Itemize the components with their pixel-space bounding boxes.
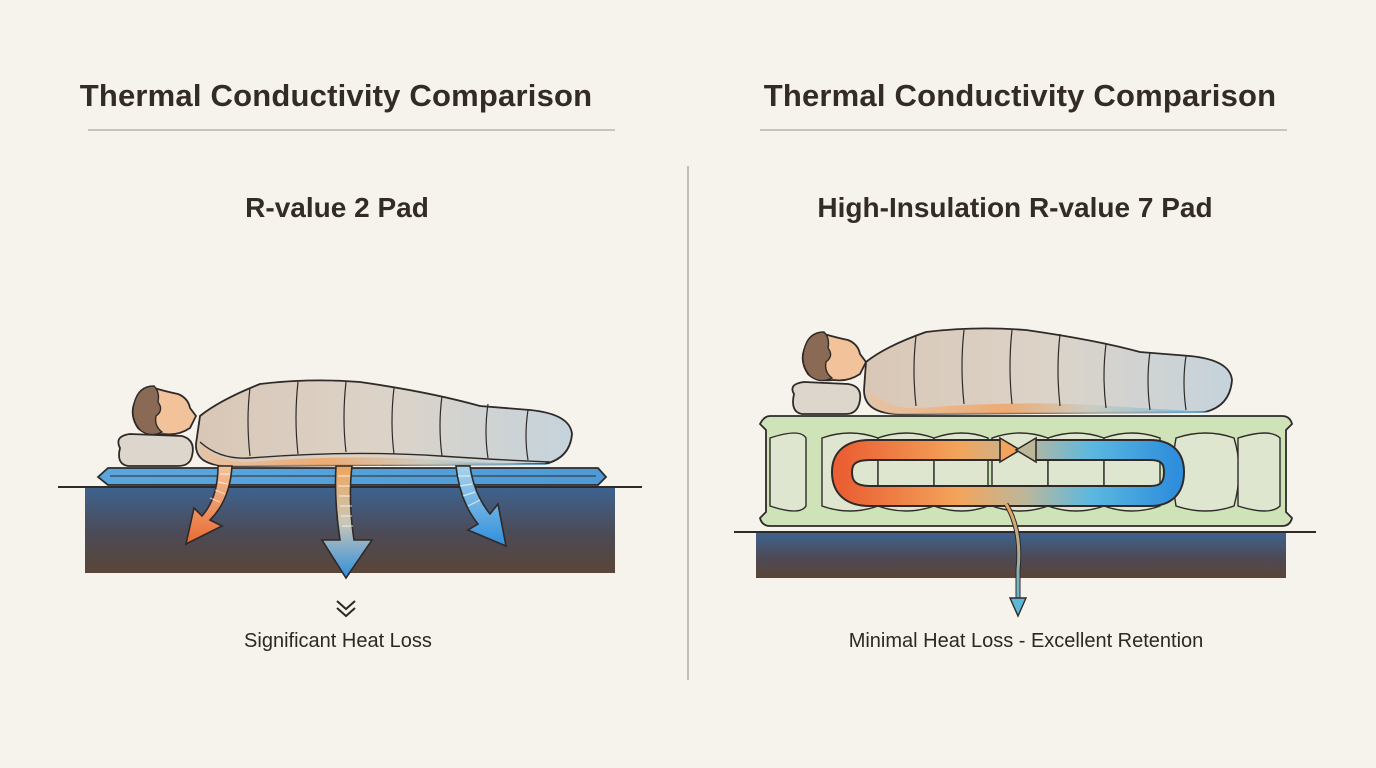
left-title-rule bbox=[88, 129, 615, 131]
left-subtitle: R-value 2 Pad bbox=[245, 192, 429, 223]
pillow bbox=[791, 381, 862, 415]
loop-arrowhead-left bbox=[1014, 436, 1037, 464]
left-caption: Significant Heat Loss bbox=[244, 630, 432, 652]
sleeping-bag bbox=[863, 327, 1233, 415]
right-title-rule bbox=[760, 129, 1287, 131]
high-r-pad-illustration bbox=[734, 327, 1316, 618]
right-panel: Thermal Conductivity Comparison High-Ins… bbox=[688, 0, 1376, 768]
heat-arrow-left bbox=[184, 465, 233, 546]
right-subtitle: High-Insulation R-value 7 Pad bbox=[817, 192, 1213, 223]
heat-arrow-center bbox=[320, 465, 374, 580]
right-title: Thermal Conductivity Comparison bbox=[763, 78, 1277, 113]
left-panel: Thermal Conductivity Comparison R-value … bbox=[58, 78, 642, 652]
low-r-pad-illustration bbox=[58, 379, 642, 580]
right-caption: Minimal Heat Loss - Excellent Retention bbox=[848, 630, 1204, 652]
pillow bbox=[117, 433, 194, 467]
double-chevron-down-icon bbox=[336, 600, 356, 618]
sleeper-hair bbox=[802, 331, 834, 382]
heat-arrow-right bbox=[455, 465, 508, 548]
left-title: Thermal Conductivity Comparison bbox=[79, 78, 593, 113]
sleeper-hair bbox=[132, 385, 164, 436]
loop-arrowhead-right bbox=[999, 436, 1022, 464]
panel-divider bbox=[687, 166, 689, 680]
